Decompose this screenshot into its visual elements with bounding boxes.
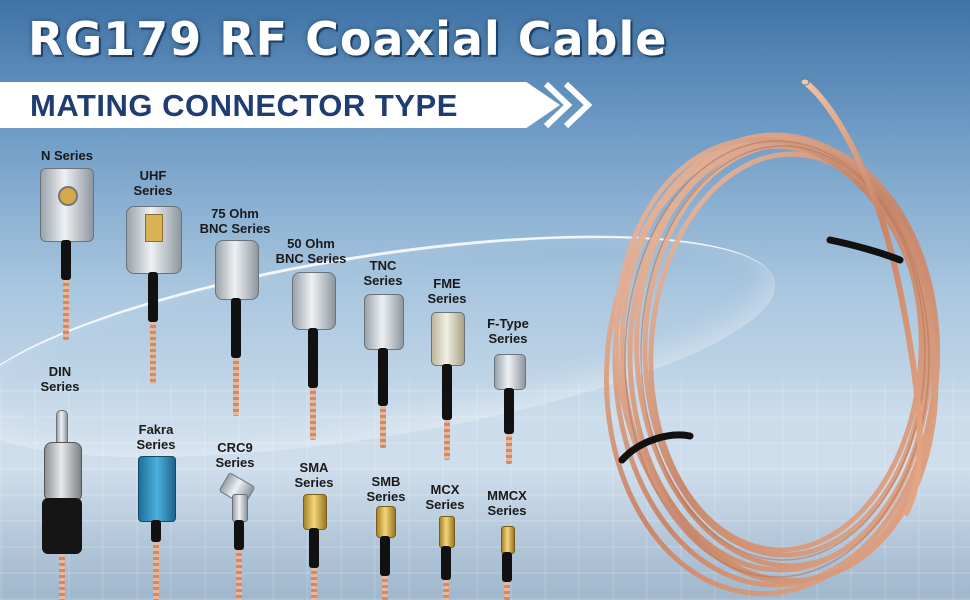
cable-segment [504,582,510,600]
label-line: Fakra [138,422,174,437]
connector-boot [151,520,161,542]
chevron-right-icon [563,81,593,129]
mcx-connector [439,516,455,548]
din-boot [42,498,82,554]
connector-boot [380,536,390,576]
cable-segment [311,568,317,600]
coiled-cable-image [603,78,941,597]
cable-segment [59,554,65,600]
bnc-50-connector [292,272,336,330]
label-line: N Series [40,148,94,163]
connector-boot [502,552,512,582]
cable-segment [310,388,316,440]
label-crc9-series: CRC9 Series [190,440,280,470]
connector-boot [231,298,241,358]
label-line: FME [433,276,461,291]
tnc-connector [364,294,404,350]
label-line: F-Type [487,316,529,331]
label-sma-series: SMA Series [269,460,359,490]
label-tnc-series: TNC Series [338,258,428,288]
cable-segment [380,406,386,448]
label-75ohm-bnc-series: 75 Ohm BNC Series [190,206,280,236]
label-line: Series [294,475,334,490]
label-line: BNC Series [275,251,347,266]
cable-segment [444,420,450,460]
label-line: UHF [139,168,167,183]
section-banner [0,82,560,128]
label-line: CRC9 [217,440,253,455]
label-line: Series [425,497,465,512]
label-smb-series: SMB Series [341,474,431,504]
cable-segment [443,580,449,600]
bnc-75-connector [215,240,259,300]
label-line: 50 Ohm [287,236,335,251]
connector-boot [442,364,452,420]
label-line: Series [487,503,527,518]
cable-segment [233,358,239,416]
cable-segment [506,434,512,464]
chevron-right-icon [543,81,573,129]
product-title: RG179 RF Coaxial Cable [28,12,668,66]
cable-segment [153,542,159,600]
label-line: DIN [48,364,72,379]
cable-segment [63,280,69,340]
label-line: 75 Ohm [211,206,259,221]
label-line: Series [215,455,255,470]
label-line: SMB [371,474,401,489]
cable-segment [382,576,388,600]
smb-connector [376,506,396,538]
label-line: TNC [369,258,397,273]
label-mmcx-series: MMCX Series [462,488,552,518]
connector-pin [58,186,78,206]
label-mcx-series: MCX Series [400,482,490,512]
label-line: Series [363,273,403,288]
fme-connector [431,312,465,366]
label-line: Series [488,331,528,346]
label-line: Series [136,437,176,452]
label-n-series: N Series [22,148,112,163]
section-banner-text: MATING CONNECTOR TYPE [30,88,458,123]
label-line: Series [366,489,406,504]
connector-pin [145,214,163,242]
connector-boot [504,388,514,434]
label-line: Series [40,379,80,394]
crc9-ferrule [232,494,248,522]
f-type-connector [494,354,526,390]
label-line: Series [427,291,467,306]
mmcx-connector [501,526,515,554]
label-uhf-series: UHF Series [108,168,198,198]
label-line: SMA [299,460,329,475]
label-fme-series: FME Series [402,276,492,306]
connector-boot [441,546,451,580]
fakra-connector [138,456,176,522]
label-f-type-series: F-Type Series [463,316,553,346]
label-din-series: DIN Series [15,364,105,394]
connector-boot [309,528,319,568]
label-50ohm-bnc-series: 50 Ohm BNC Series [266,236,356,266]
label-line: MCX [430,482,460,497]
connector-boot [308,328,318,388]
label-fakra-series: Fakra Series [111,422,201,452]
label-line: MMCX [487,488,527,503]
din-connector [44,442,82,502]
label-line: Series [133,183,173,198]
cable-segment [236,550,242,600]
connector-boot [378,348,388,406]
connector-boot [234,520,244,550]
cable-segment [150,322,156,384]
connector-boot [148,272,158,322]
label-line: BNC Series [199,221,271,236]
sma-connector [303,494,327,530]
connector-boot [61,240,71,280]
